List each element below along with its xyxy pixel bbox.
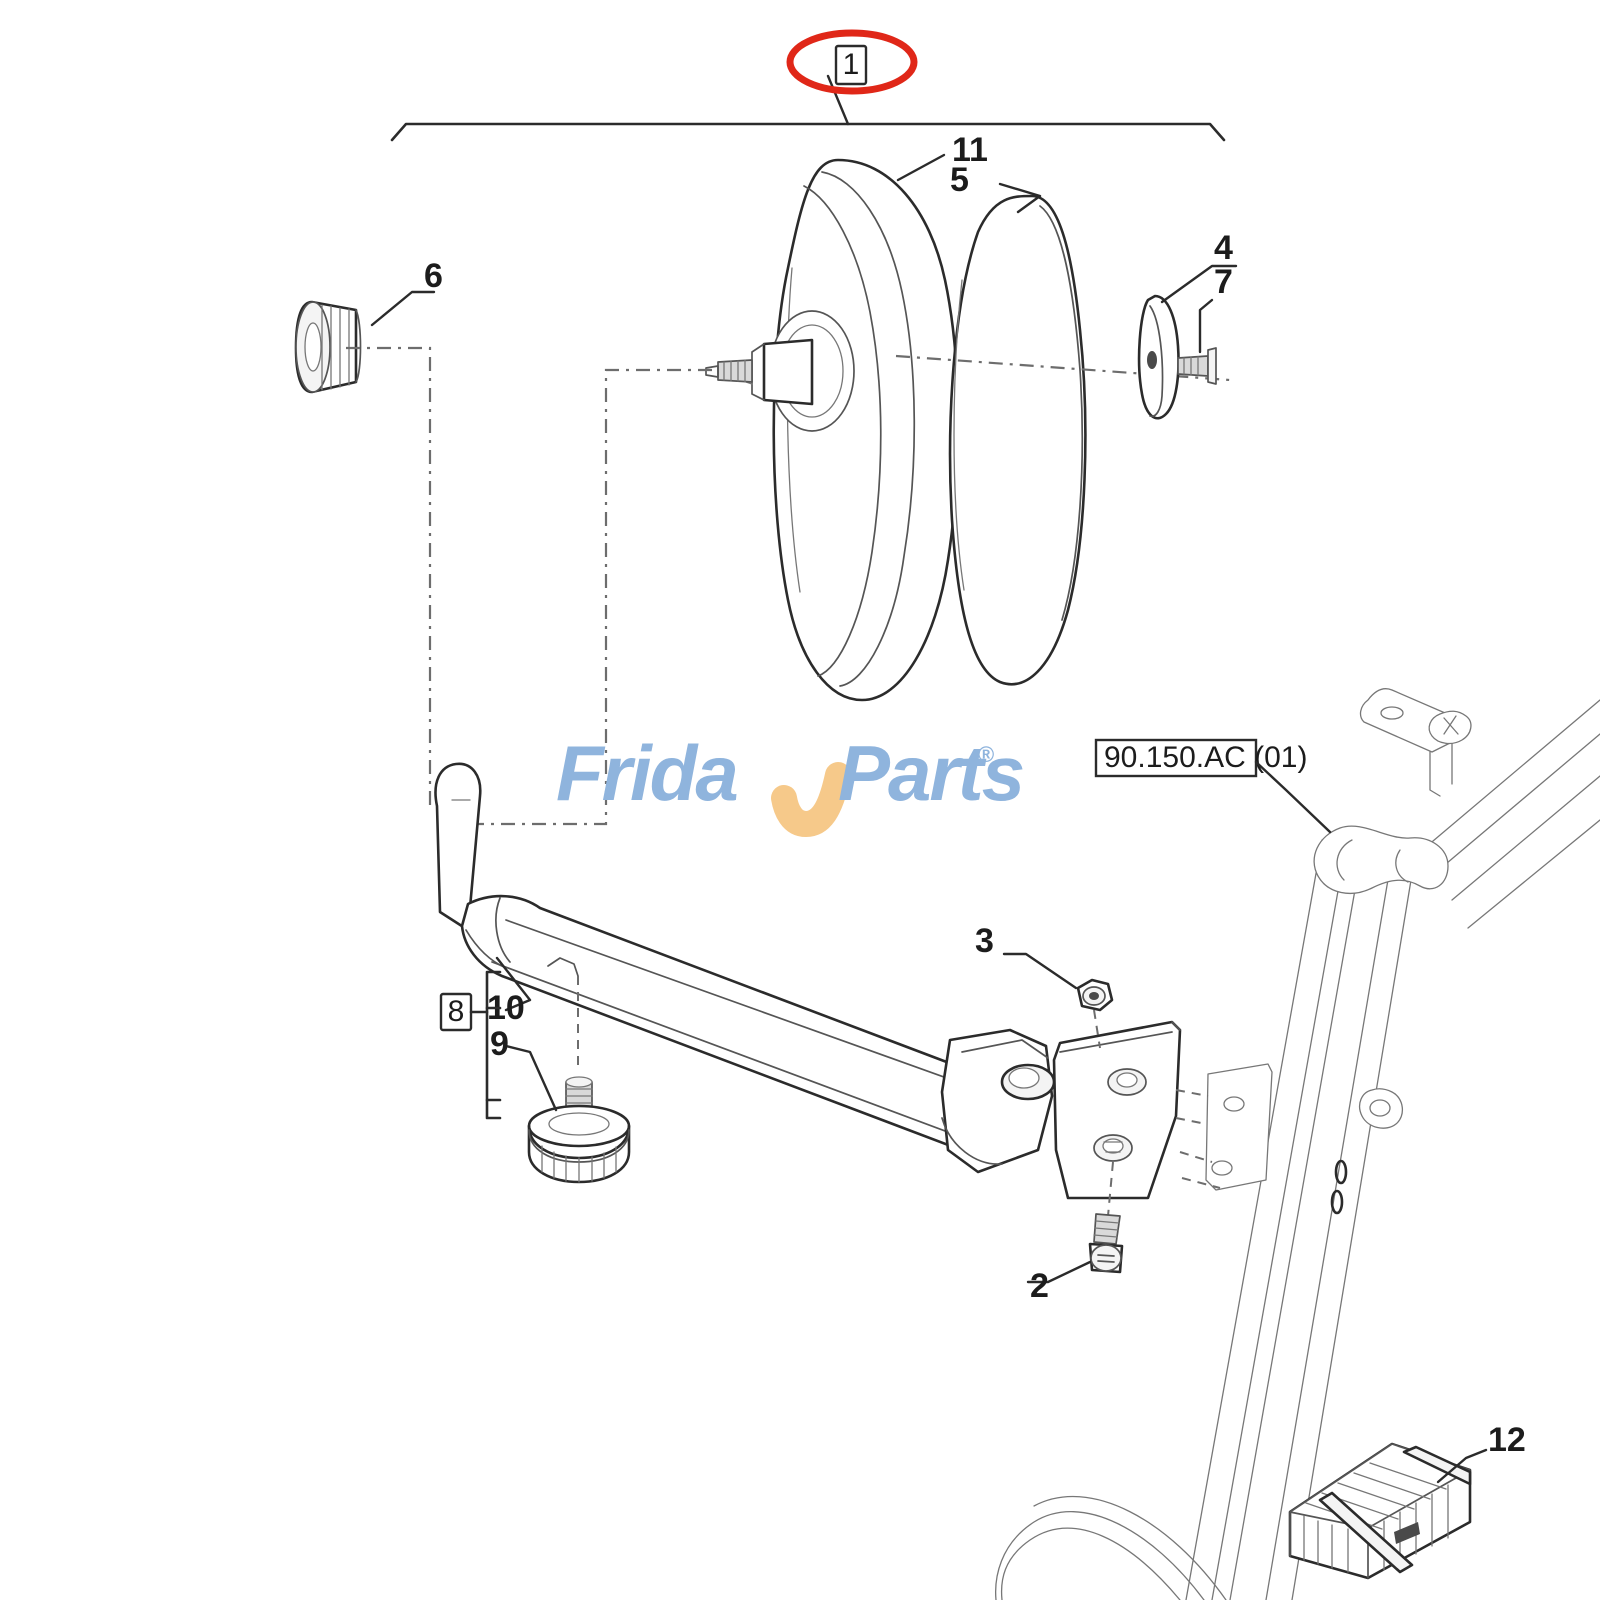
callout-9-group: 9	[490, 1025, 558, 1112]
mirror-mount-bracket	[940, 1020, 1182, 1200]
red-highlight-ellipse	[786, 29, 918, 95]
watermark-registered-mark: ®	[978, 742, 994, 767]
callout-7-group: 7	[1198, 263, 1233, 354]
callout-3-group: 3	[975, 922, 1078, 990]
callout-5-label: 5	[950, 161, 969, 199]
watermark-accent-swoosh	[771, 762, 851, 838]
callout-11-group: 11	[896, 131, 988, 182]
group-bracket-8: 8	[439, 970, 502, 1120]
assembly-span-bracket	[390, 74, 1226, 142]
nut-3-axis	[1093, 1009, 1101, 1049]
callout-9-label: 9	[490, 1025, 509, 1063]
callout-1-box	[834, 44, 868, 86]
assembly-callout-group: 1	[786, 29, 918, 95]
callout-4-group: 4	[1160, 229, 1238, 304]
mirror-housing-11	[705, 158, 960, 702]
rops-frame	[995, 688, 1600, 1600]
rops-reference-box-group: 90.150.AC (01)	[1094, 738, 1332, 834]
socket-head-screw-2	[1088, 1161, 1124, 1274]
callout-2-label: 2	[1030, 1267, 1049, 1305]
mirror-cap-4	[1137, 294, 1180, 420]
callout-4-label: 4	[1214, 229, 1233, 267]
reference-box-frame	[1094, 738, 1258, 778]
mirror-glass-5	[948, 194, 1087, 686]
mirror-pivot-boss	[705, 310, 855, 432]
knurled-knob-6	[294, 300, 362, 394]
shipping-crate-12	[1288, 1442, 1472, 1580]
reference-box-label: 90.150.AC (01)	[1104, 741, 1307, 774]
callout-6-group: 6	[370, 257, 443, 327]
callout-6-label: 6	[424, 257, 443, 295]
watermark-text-right: Parts	[838, 729, 1023, 817]
callout-11-label: 11	[952, 131, 988, 169]
cap-screw-7	[1177, 347, 1217, 385]
watermark-text-left: Frida	[556, 729, 737, 817]
callout-12-label: 12	[1488, 1421, 1526, 1459]
callout-1-label: 1	[843, 48, 860, 81]
callout-5-group: 5	[950, 161, 1042, 214]
assembly-guide-lines	[346, 346, 712, 826]
assembly-leader-line	[826, 74, 850, 126]
knurled-knob-9	[527, 976, 631, 1184]
callout-12-group: 12	[1436, 1421, 1526, 1484]
callout-7-label: 7	[1214, 263, 1233, 301]
callout-3-label: 3	[975, 922, 994, 960]
callout-8-label: 8	[448, 995, 465, 1028]
bracket-alignment-lines	[1175, 1089, 1209, 1125]
callout-2-group: 2	[1026, 1260, 1092, 1305]
fridayparts-watermark: Frida Parts ®	[556, 729, 1025, 838]
flange-nut-3	[1076, 978, 1114, 1049]
